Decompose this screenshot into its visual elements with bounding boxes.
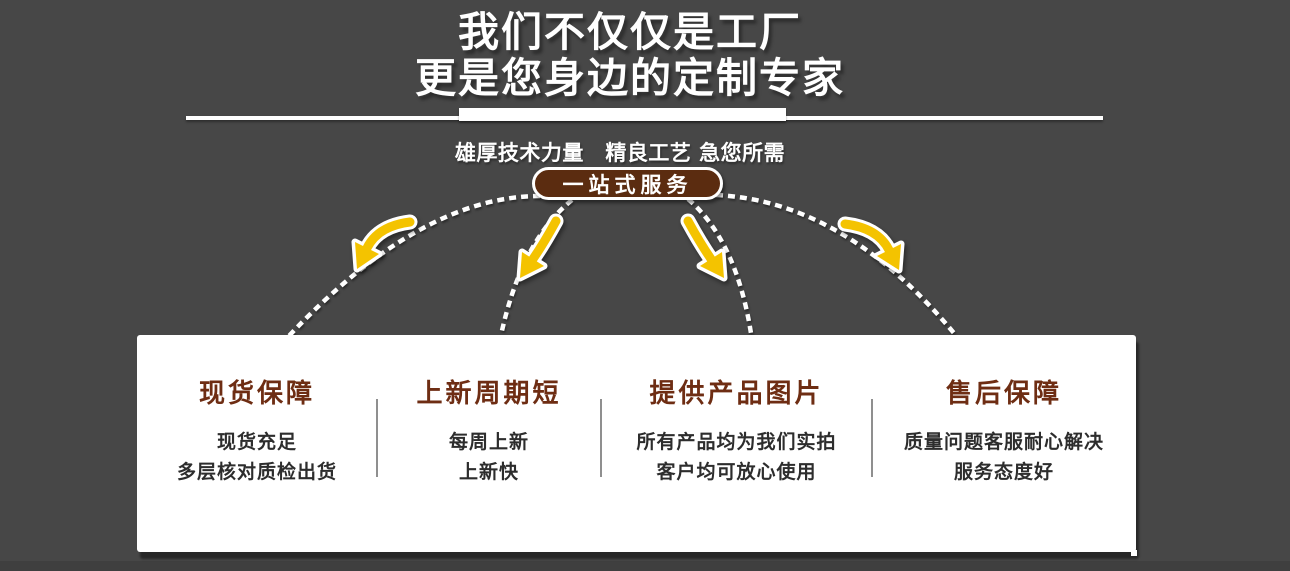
curved-arrow-icon (680, 213, 728, 282)
feature-product-photos: 提供产品图片 所有产品均为我们实拍 客户均可放心使用 (601, 335, 872, 552)
feature-line: 客户均可放心使用 (656, 461, 817, 483)
feature-line: 所有产品均为我们实拍 (636, 431, 837, 453)
feature-line: 多层核对质检出货 (176, 461, 337, 483)
curved-arrows (351, 213, 905, 282)
feature-title: 售后保障 (945, 379, 1062, 409)
main-title-line2: 更是您身边的定制专家 (415, 54, 845, 102)
feature-title: 现货保障 (198, 379, 315, 409)
curved-arrow-icon (837, 216, 905, 274)
one-stop-service-badge: 一站式服务 (532, 167, 723, 200)
dashed-curve-3 (686, 197, 755, 341)
dashed-curve-2 (497, 198, 574, 341)
feature-line: 质量问题客服耐心解决 (903, 431, 1104, 453)
feature-card: 现货保障 现货充足 多层核对质检出货 上新周期短 每周上新 上新快 提供产品图片… (137, 335, 1137, 556)
feature-after-sales: 售后保障 质量问题客服耐心解决 服务态度好 (872, 335, 1136, 552)
main-title-line1: 我们不仅仅是工厂 (458, 8, 802, 56)
feature-line: 每周上新 (448, 431, 529, 453)
corner-dot (1131, 550, 1137, 556)
feature-line: 现货充足 (216, 431, 297, 453)
feature-title: 提供产品图片 (649, 379, 824, 409)
feature-title: 上新周期短 (416, 379, 562, 409)
feature-line: 服务态度好 (953, 461, 1054, 483)
feature-stock-guarantee: 现货保障 现货充足 多层核对质检出货 (137, 335, 377, 552)
dashed-curves (285, 192, 960, 341)
column-divider (600, 399, 602, 477)
dashed-curve-4 (715, 192, 960, 340)
feature-line: 上新快 (458, 461, 519, 483)
curved-arrow-icon (351, 214, 418, 273)
bottom-edge-band (0, 561, 1290, 571)
subtitle: 雄厚技术力量 精良工艺 急您所需 (454, 141, 786, 165)
feature-new-arrivals: 上新周期短 每周上新 上新快 (377, 335, 601, 552)
column-divider (376, 399, 378, 477)
column-divider (871, 399, 873, 477)
horizontal-rule-thick (459, 108, 786, 121)
curved-arrow-icon (516, 213, 564, 282)
